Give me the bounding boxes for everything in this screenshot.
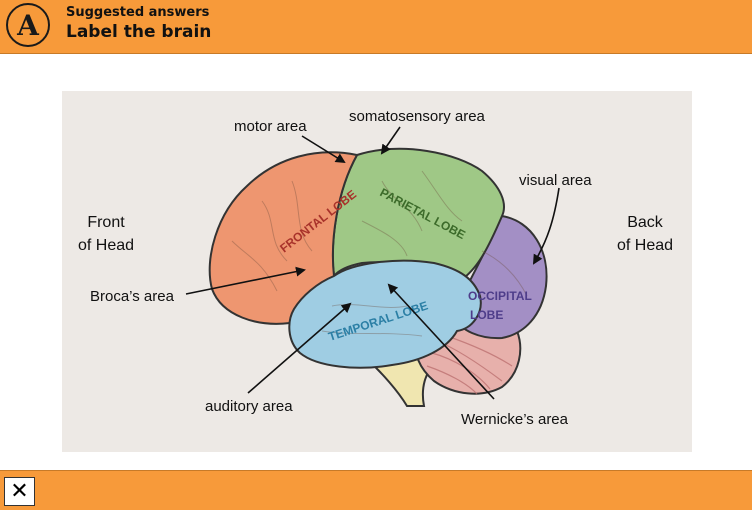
wernickes-area-label: Wernicke’s area bbox=[461, 411, 569, 428]
brocas-area-arrow bbox=[185, 266, 306, 295]
back-of-head-label-line1: Back bbox=[627, 214, 664, 231]
close-icon[interactable]: ✕ bbox=[4, 477, 35, 506]
motor-area-arrow bbox=[301, 135, 346, 164]
auditory-area-arrow bbox=[247, 302, 352, 394]
auditory-area-label: auditory area bbox=[205, 398, 293, 415]
back-of-head-label-line2: of Head bbox=[617, 237, 673, 254]
front-of-head-label-line1: Front bbox=[87, 214, 125, 231]
somatosensory-area-label: somatosensory area bbox=[349, 108, 486, 125]
front-of-head-label-line2: of Head bbox=[78, 237, 134, 254]
answer-badge-icon: A bbox=[6, 3, 50, 47]
brocas-area-label: Broca’s area bbox=[90, 288, 175, 305]
visual-area-label: visual area bbox=[519, 172, 592, 189]
visual-area-arrow bbox=[532, 187, 560, 265]
brain-diagram: FRONTAL LOBE PARIETAL LOBE TEMPORAL LOBE… bbox=[62, 91, 692, 452]
somatosensory-area-arrow bbox=[380, 126, 401, 155]
footer-bar: ✕ bbox=[0, 470, 752, 510]
temporal-lobe bbox=[288, 259, 482, 369]
header-subtitle: Suggested answers bbox=[66, 5, 210, 20]
occipital-lobe-label-line1: OCCIPITAL bbox=[468, 289, 532, 303]
page-title: Label the brain bbox=[66, 22, 212, 42]
header-bar: A Suggested answers Label the brain bbox=[0, 0, 752, 54]
wernickes-area-arrow bbox=[387, 283, 495, 400]
motor-area-label: motor area bbox=[234, 118, 307, 135]
occipital-lobe-label-line2: LOBE bbox=[470, 308, 503, 322]
